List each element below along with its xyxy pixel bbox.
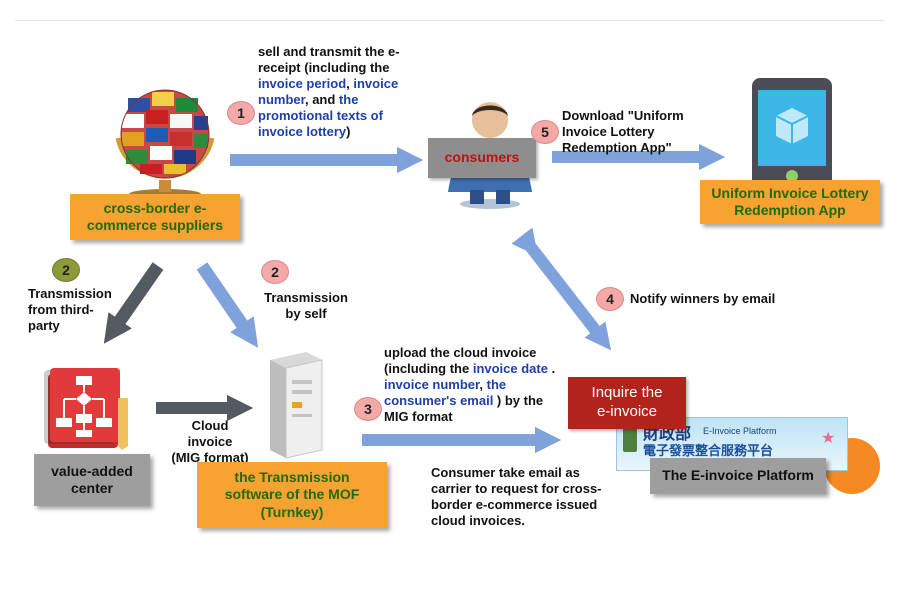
step-3-invoice-date: invoice date — [472, 361, 548, 376]
turnkey-line3: (Turnkey) — [260, 503, 324, 520]
step-2b-badge: 2 — [261, 260, 289, 284]
step-5-line3: Redemption App" — [562, 140, 672, 155]
step-5-line1: Download "Uniform — [562, 108, 684, 123]
app-line2: Redemption App — [734, 202, 846, 218]
consumer-note: Consumer take email as carrier to reques… — [431, 465, 631, 529]
cloud-invoice-label: Cloud invoice (MIG format) — [160, 418, 260, 466]
note-line2: carrier to request for cross- — [431, 481, 602, 496]
step-2b-line2: by self — [285, 306, 327, 321]
step-3-line5: MIG format — [384, 409, 453, 424]
step-3-sep: , — [479, 377, 487, 392]
step-3-invoice-number: invoice number — [384, 377, 480, 392]
step-1-badge: 1 — [227, 101, 255, 125]
star-icon: ★ — [821, 430, 836, 447]
step-1-promotional: promotional texts of — [258, 108, 383, 123]
app-line1: Uniform Invoice Lottery — [711, 184, 869, 201]
building-icon — [623, 428, 637, 452]
step-5-line2: Invoice Lottery — [562, 124, 655, 139]
banner-subtitle: E-Invoice Platform — [703, 426, 777, 436]
step-1-number: number — [258, 92, 305, 107]
banner-title-cn2: 電子發票整合服務平台 — [643, 444, 774, 459]
step-1-line2: receipt (including the — [258, 60, 390, 75]
step-3-line2a: (including the — [384, 361, 473, 376]
step-1-sep2: , and — [304, 92, 339, 107]
note-line3: border e-commerce issued — [431, 497, 598, 512]
step-1-line1: sell and transmit the e- — [258, 44, 400, 59]
note-line1: Consumer take email as — [431, 465, 580, 480]
inquire-line1: Inquire the — [591, 384, 663, 402]
value-added-line1: value-added — [51, 462, 133, 479]
step-1-text: sell and transmit the e- receipt (includ… — [258, 44, 433, 140]
step-3-consumer-email: consumer's email — [384, 393, 494, 408]
cloud-line3: (MIG format) — [171, 450, 249, 465]
cloud-line1: Cloud — [191, 418, 229, 433]
step-3-text: upload the cloud invoice (including the … — [384, 345, 574, 425]
arrow-platform-consumers — [511, 227, 612, 351]
turnkey-line2: software of the MOF — [224, 486, 360, 503]
step-4-badge: 4 — [596, 287, 624, 311]
inquire-line2: e-invoice — [596, 403, 657, 420]
step-2a-badge: 2 — [52, 258, 80, 282]
suppliers-line2: commerce suppliers — [86, 217, 224, 233]
step-2a-line1: Transmission — [28, 286, 112, 301]
arrow-self-transmission — [196, 262, 259, 348]
globe-icon — [115, 89, 215, 199]
step-2a-line3: party — [28, 318, 60, 333]
step-2b-line1: Transmission — [264, 290, 348, 305]
smartphone-icon — [752, 78, 832, 188]
step-1-the: the — [338, 92, 359, 107]
turnkey-line1: the Transmission — [234, 468, 350, 485]
step-2a-text: Transmission from third- party — [28, 286, 138, 334]
step-2b-text: Transmission by self — [251, 290, 361, 322]
step-1-tail: ) — [346, 124, 351, 139]
top-divider — [15, 20, 885, 21]
suppliers-box: cross-border e-commerce suppliers — [70, 194, 240, 240]
step-1-sep1: , — [346, 76, 354, 91]
step-5-badge: 5 — [531, 120, 559, 144]
step-3-line1: upload the cloud invoice — [384, 345, 537, 360]
step-3-line4b: ) by the — [493, 393, 544, 408]
step-5-text: Download "Uniform Invoice Lottery Redemp… — [562, 108, 712, 156]
step-2a-line2: from third- — [28, 302, 94, 317]
einvoice-platform-box: The E-invoice Platform — [650, 458, 826, 494]
value-added-line2: center — [70, 480, 113, 496]
step-3-badge: 3 — [354, 397, 382, 421]
cloud-line2: invoice — [187, 434, 233, 449]
consumers-box: consumers — [428, 138, 536, 178]
server-icon — [270, 352, 323, 459]
step-1-invoice-lottery: invoice lottery — [258, 124, 347, 139]
step-1-invoice: invoice — [353, 76, 399, 91]
flowchart-document-icon — [44, 368, 128, 450]
arrow-third-party-transmission — [103, 262, 164, 344]
step-1-invoice-period: invoice period — [258, 76, 347, 91]
note-line4: cloud invoices. — [431, 513, 525, 528]
step-3-the: the — [486, 377, 507, 392]
suppliers-line1: cross-border e- — [103, 199, 207, 216]
step-3-line2b: . — [547, 361, 556, 376]
step-4-text: Notify winners by email — [630, 291, 776, 306]
